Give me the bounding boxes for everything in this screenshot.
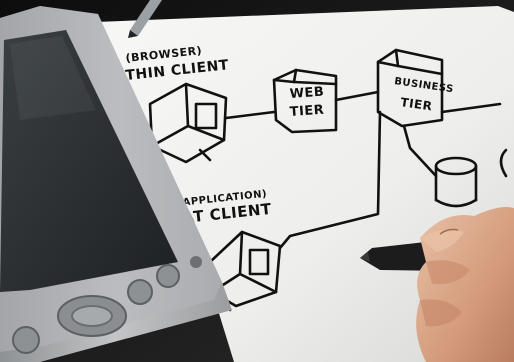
pda-app-button-1 bbox=[128, 280, 152, 304]
web-tier-label-line2: TIER bbox=[289, 103, 325, 120]
pda-app-button-3 bbox=[13, 327, 39, 353]
pda-center-button bbox=[72, 306, 112, 326]
pda-app-button-2 bbox=[157, 265, 179, 287]
web-tier-label-line1: WEB bbox=[289, 85, 325, 102]
pda-led bbox=[190, 256, 202, 268]
hand-icon bbox=[416, 207, 514, 362]
